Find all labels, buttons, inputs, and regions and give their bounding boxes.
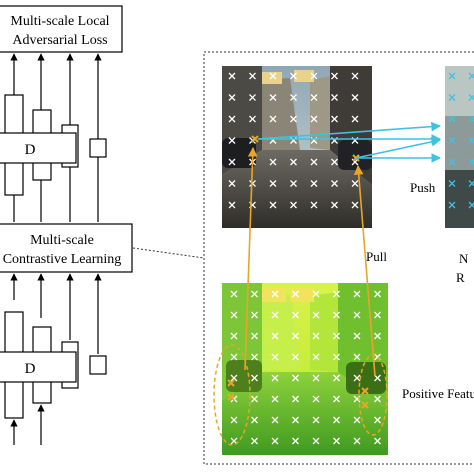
adversarial-loss-line1: Multi-scale Local	[10, 14, 109, 29]
cut-label-r: R	[456, 270, 465, 285]
adversarial-loss-box: Multi-scale Local Adversarial Loss	[0, 6, 122, 52]
cut-label-n: N	[459, 251, 469, 266]
push-label: Push	[410, 180, 436, 195]
detail-connector	[133, 248, 204, 258]
pull-label: Pull	[366, 249, 387, 264]
contrastive-line1: Multi-scale	[30, 233, 94, 248]
negative-sample-image	[445, 66, 474, 228]
contrastive-learning-box: Multi-scale Contrastive Learning	[0, 224, 132, 272]
positive-feature-label: Positive Featu	[402, 386, 474, 401]
upper-disc-layer-4	[90, 139, 106, 157]
upper-discriminator: D	[0, 95, 106, 195]
source-street-image	[222, 66, 372, 228]
lower-disc-body	[0, 352, 76, 382]
lower-disc-label: D	[25, 361, 36, 377]
contrastive-line2: Contrastive Learning	[3, 252, 122, 267]
upper-disc-label: D	[25, 142, 36, 158]
lower-disc-layer-4	[90, 356, 106, 374]
upper-disc-body	[0, 133, 76, 163]
lower-feature-arrows	[14, 274, 98, 354]
adversarial-loss-line2: Adversarial Loss	[12, 33, 107, 48]
lower-discriminator: D	[0, 312, 106, 418]
